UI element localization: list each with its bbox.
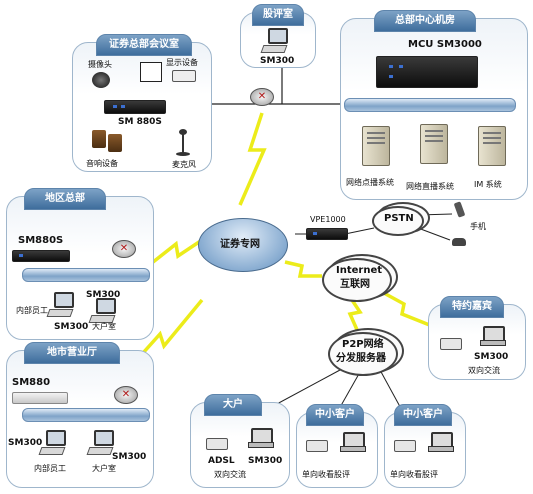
microphone-icon bbox=[176, 129, 190, 156]
regional-staff-label: 内部员工 bbox=[16, 306, 48, 315]
review-room-title: 股评室 bbox=[252, 4, 304, 26]
hq-router-icon bbox=[250, 88, 274, 106]
small-client-2-mode-label: 单向收看股评 bbox=[390, 470, 438, 479]
display-label: 显示设备 bbox=[166, 58, 198, 67]
sm880-city-icon bbox=[12, 392, 68, 404]
mic-label: 麦克风 bbox=[172, 160, 196, 169]
regional-room-terminal-label: SM300 bbox=[86, 290, 121, 300]
speaker-icon bbox=[92, 130, 106, 148]
regional-staff-pc-icon bbox=[46, 292, 74, 318]
big-client-terminal-label: SM300 bbox=[248, 456, 283, 466]
camera-label: 摄像头 bbox=[88, 60, 112, 69]
small-client-2-title: 中小客户 bbox=[394, 404, 452, 426]
gateway-to-pstn bbox=[344, 227, 375, 235]
gateway-label: VPE1000 bbox=[310, 215, 346, 224]
adsl-label: ADSL bbox=[208, 456, 235, 466]
pstn-to-phone bbox=[417, 227, 451, 241]
vpe1000-gateway-icon bbox=[306, 228, 348, 240]
mcu-sm3000-icon bbox=[376, 56, 478, 88]
regional-room-pc-icon bbox=[88, 298, 116, 324]
city-staff-terminal-label: SM300 bbox=[8, 438, 43, 448]
pstn-to-mobile bbox=[417, 213, 453, 216]
big-client-laptop-icon bbox=[248, 428, 274, 448]
vod-server-label: 网络点播系统 bbox=[346, 178, 394, 187]
lightning-core-to-internet bbox=[284, 260, 322, 278]
projector-icon bbox=[172, 70, 196, 82]
p2p-label-line1: P2P网络 bbox=[342, 339, 384, 350]
lightning-internet-to-vip bbox=[381, 290, 433, 328]
vip-guest-title: 特约嘉宾 bbox=[440, 296, 504, 318]
speaker-icon bbox=[108, 134, 122, 152]
vip-terminal-label: SM300 bbox=[474, 352, 509, 362]
adsl-modem-icon bbox=[206, 438, 228, 450]
im-server-icon bbox=[478, 126, 506, 166]
small-client-2-modem-icon bbox=[394, 440, 416, 452]
big-client-mode-label: 双向交流 bbox=[214, 470, 246, 479]
regional-room-label: 大户室 bbox=[92, 322, 116, 331]
data-center-backbone-bar bbox=[344, 98, 516, 112]
core-network-label: 证券专网 bbox=[220, 239, 260, 250]
city-room-label: 大户室 bbox=[92, 464, 116, 473]
vip-laptop-icon bbox=[480, 326, 506, 346]
lightning-regional-to-core bbox=[146, 238, 203, 268]
mobile-label: 手机 bbox=[470, 222, 486, 231]
regional-lan-bar bbox=[22, 268, 150, 282]
live-server-label: 网络直播系统 bbox=[406, 182, 454, 191]
internet-label-line2: 互联网 bbox=[340, 279, 370, 290]
city-office-title: 地市营业厅 bbox=[24, 342, 120, 364]
city-room-pc-icon bbox=[86, 430, 114, 456]
regional-router-icon bbox=[112, 240, 136, 258]
display-board-icon bbox=[140, 62, 162, 82]
hq-terminal-label: SM 880S bbox=[118, 117, 162, 127]
internet-cloud bbox=[322, 258, 392, 302]
hq-meeting-room-title: 证券总部会议室 bbox=[96, 34, 192, 56]
lightning-hq-to-core bbox=[238, 112, 267, 206]
pstn-cloud bbox=[372, 206, 424, 236]
city-staff-label: 内部员工 bbox=[34, 464, 66, 473]
p2p-label-line2: 分发服务器 bbox=[336, 353, 386, 364]
desk-phone-icon bbox=[452, 238, 466, 246]
vip-modem-icon bbox=[440, 338, 462, 350]
pstn-label: PSTN bbox=[384, 213, 414, 224]
small-client-2-laptop-icon bbox=[428, 432, 454, 452]
small-client-1-laptop-icon bbox=[340, 432, 366, 452]
vod-server-icon bbox=[362, 126, 390, 166]
big-client-title: 大户 bbox=[204, 394, 262, 416]
city-staff-pc-icon bbox=[38, 430, 66, 456]
sm880s-regional-icon bbox=[12, 250, 70, 262]
camera-icon bbox=[92, 72, 110, 88]
audio-label: 音响设备 bbox=[86, 159, 118, 168]
review-room-terminal-label: SM300 bbox=[260, 56, 295, 66]
regional-hq-title: 地区总部 bbox=[24, 188, 106, 210]
small-client-1-modem-icon bbox=[306, 440, 328, 452]
vip-mode-label: 双向交流 bbox=[468, 366, 500, 375]
securities-private-network bbox=[198, 218, 288, 272]
p2p-cloud bbox=[328, 332, 398, 376]
im-server-label: IM 系统 bbox=[474, 180, 502, 189]
small-client-1-mode-label: 单向收看股评 bbox=[302, 470, 350, 479]
city-room-terminal-label: SM300 bbox=[112, 452, 147, 462]
city-terminal-label: SM880 bbox=[12, 377, 51, 388]
review-room-pc-icon bbox=[260, 28, 288, 54]
small-client-1-title: 中小客户 bbox=[306, 404, 364, 426]
live-server-icon bbox=[420, 124, 448, 164]
city-router-icon bbox=[114, 386, 138, 404]
lightning-internet-to-p2p bbox=[347, 299, 363, 333]
data-center-title: 总部中心机房 bbox=[374, 10, 476, 32]
regional-terminal-label: SM880S bbox=[18, 235, 64, 246]
sm880s-terminal-icon bbox=[104, 100, 166, 114]
mcu-label: MCU SM3000 bbox=[408, 39, 482, 50]
internet-label-line1: Internet bbox=[336, 265, 383, 276]
regional-staff-terminal-label: SM300 bbox=[54, 322, 89, 332]
city-lan-bar bbox=[22, 408, 150, 422]
